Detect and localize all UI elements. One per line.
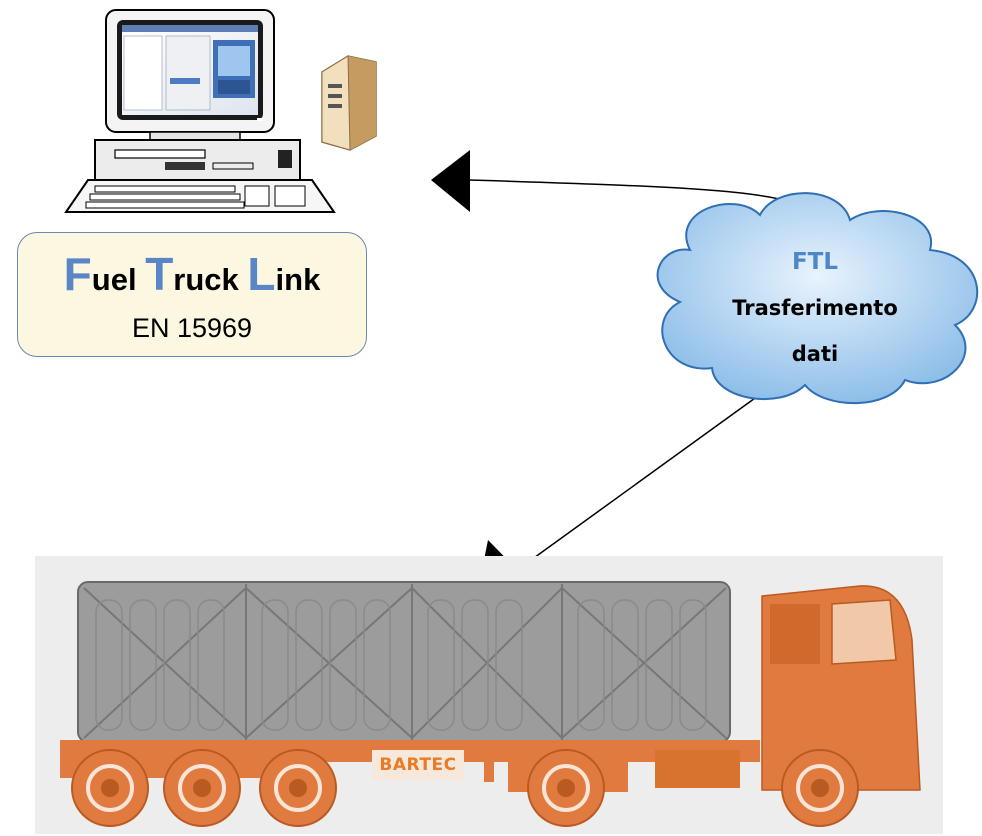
cloud-title: FTL	[791, 249, 839, 275]
title-rest-uel: uel	[91, 262, 146, 297]
cloud-line-1: Trasferimento	[732, 296, 898, 320]
cloud-line-2: dati	[791, 342, 839, 366]
title-rest-ink: ink	[275, 262, 321, 297]
server-tower-icon	[321, 55, 377, 151]
title-initial-l: L	[247, 248, 276, 300]
standard-label: EN 15969	[131, 313, 253, 343]
tanker-truck-image	[35, 556, 943, 834]
cloud-shape	[656, 192, 979, 405]
title-initial-f: F	[63, 248, 92, 300]
computer-icon	[64, 9, 336, 213]
title-rest-ruck: ruck	[173, 262, 248, 297]
title-initial-t: T	[145, 248, 174, 300]
fuel-truck-link-box: Fuel Truck Link EN 15969	[17, 232, 367, 357]
truck-brand-label: BARTEC	[379, 755, 457, 775]
fuel-truck-link-title: Fuel Truck Link	[18, 247, 366, 301]
